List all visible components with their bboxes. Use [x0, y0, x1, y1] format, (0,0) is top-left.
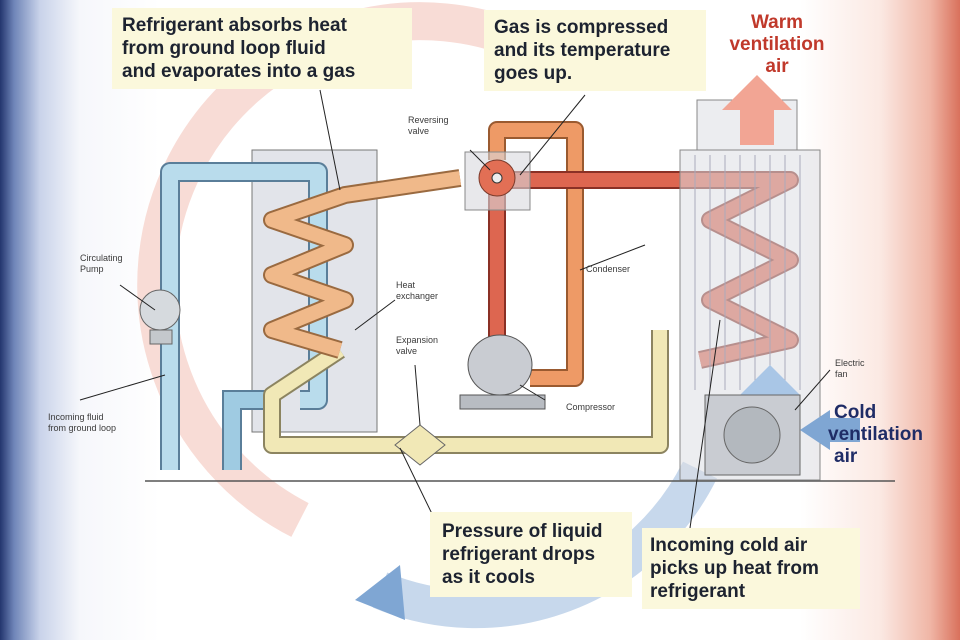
callout-cold-air: Incoming cold air picks up heat from ref…: [642, 528, 860, 609]
circulating-pump: [139, 289, 181, 331]
label-line: valve: [408, 126, 430, 136]
label-line: air: [834, 446, 858, 467]
callout-pressure-drop: Pressure of liquid refrigerant drops as …: [430, 512, 632, 597]
callout-evaporation: Refrigerant absorbs heat from ground loo…: [112, 8, 412, 89]
suction-pipe: [490, 123, 582, 385]
label-line: valve: [396, 346, 418, 356]
warm-air-arrow: [722, 75, 792, 145]
ground-loop-return-pipe: [224, 392, 270, 470]
label-line: Warm: [750, 12, 804, 33]
callout-compression: Gas is compressed and its temperature go…: [484, 10, 706, 91]
label-compressor: Compressor: [566, 402, 616, 412]
label-line: Circulating: [80, 253, 123, 263]
callout-line: as it cools: [442, 567, 535, 588]
label-line: ventilation: [729, 34, 825, 55]
callout-line: refrigerant drops: [442, 544, 596, 565]
label-line: Incoming fluid: [48, 412, 104, 422]
cycle-arrowhead-cool: [355, 565, 405, 620]
callout-line: picks up heat from: [650, 558, 819, 579]
label-line: fan: [835, 369, 848, 379]
label-condenser: Condenser: [586, 264, 631, 274]
callout-line: Incoming cold air: [650, 535, 808, 556]
callout-line: and its temperature: [494, 40, 671, 61]
label-line: air: [765, 56, 789, 77]
label-line: Cold: [834, 402, 877, 423]
callout-line: from ground loop fluid: [122, 38, 326, 59]
callout-line: goes up.: [494, 63, 573, 84]
ground-loop-pipe: [162, 164, 326, 470]
liquid-refrigerant-pipe: [265, 330, 667, 452]
callout-line: and evaporates into a gas: [122, 61, 356, 82]
callout-line: Pressure of liquid: [442, 521, 603, 542]
callout-line: refrigerant: [650, 581, 746, 602]
evaporator-coil: [265, 171, 462, 357]
label-line: Heat: [396, 280, 416, 290]
label-line: ventilation: [828, 424, 924, 445]
label-line: exchanger: [396, 291, 439, 301]
label-line: Electric: [835, 358, 865, 368]
expansion-valve: [394, 424, 446, 466]
label-line: Expansion: [396, 335, 439, 345]
label-line: Reversing: [408, 115, 449, 125]
callout-line: Gas is compressed: [494, 17, 669, 38]
callout-line: Refrigerant absorbs heat: [122, 15, 347, 36]
cold-air-label: Cold ventilation air: [828, 402, 950, 468]
label-line: from ground loop: [48, 423, 117, 433]
warm-air-label: Warm ventilation air: [722, 12, 832, 78]
cold-air-arrow: [800, 410, 860, 450]
label-line: Pump: [80, 264, 104, 274]
